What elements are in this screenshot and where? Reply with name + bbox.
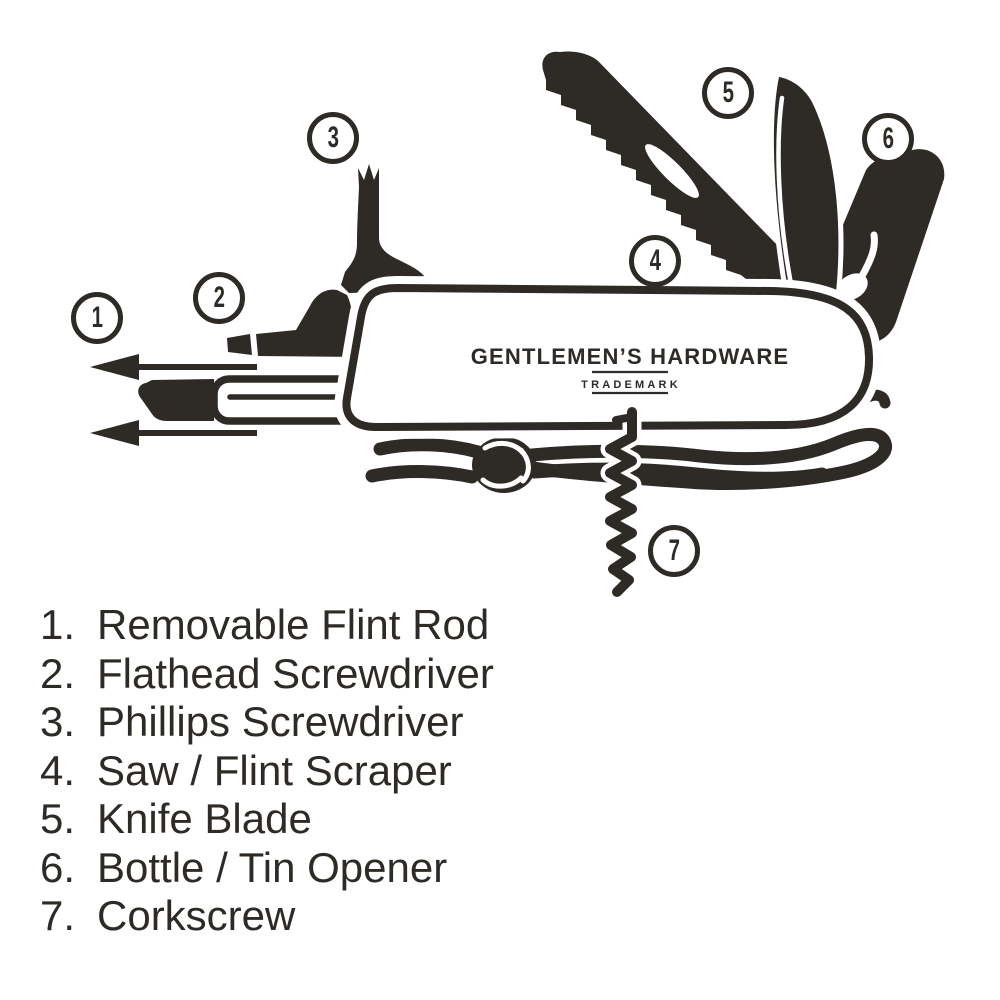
opener-notch-tail [858,231,878,280]
trademark-text: TRADEMARK [581,379,681,391]
rope-strand-upper [525,428,892,491]
callout-2-number: 2 [213,281,225,314]
callout-5: 5 [702,67,754,119]
callout-1-number: 1 [91,301,103,334]
legend-item-1: 1. Removable Flint Rod [40,601,494,650]
callout-7-number: 7 [668,534,680,567]
legend-item-6: 6. Bottle / Tin Opener [40,844,494,893]
legend-item-number: 3. [40,698,76,745]
legend-item-label: Flathead Screwdriver [97,649,494,697]
legend-item-label: Corkscrew [97,892,296,939]
callout-6-number: 6 [882,122,894,155]
lanyard-rope-icon [365,389,892,491]
legend: 1. Removable Flint Rod 2. Flathead Screw… [40,601,494,941]
callout-1: 1 [71,292,123,344]
legend-item-7: 7. Corkscrew [40,892,494,941]
callout-5-number: 5 [722,76,734,109]
rope-strand-lower [527,462,829,485]
rope-knot-icon [472,437,536,493]
knife-spine-highlight [776,95,794,287]
legend-item-label: Bottle / Tin Opener [97,843,448,891]
legend-item-number: 6. [40,843,76,891]
flint-rod-tip [138,379,214,421]
callout-4-number: 4 [649,244,661,277]
brand-text: GENTLEMEN’S HARDWARE [471,344,790,369]
legend-item-number: 5. [40,795,76,842]
phillips-screwdriver-icon [341,164,425,293]
knife-blade-icon [768,71,844,303]
legend-item-number: 7. [40,892,76,939]
legend-item-label: Knife Blade [97,795,312,842]
callout-4: 4 [629,235,681,287]
legend-item-number: 4. [40,746,76,794]
legend-item-label: Phillips Screwdriver [97,698,464,745]
tool-body [334,276,881,439]
legend-item-4: 4. Saw / Flint Scraper [40,747,494,796]
rope-fray-upper [373,438,485,459]
legend-item-label: Removable Flint Rod [97,601,490,648]
flathead-screwdriver-icon [227,289,365,357]
arrow-left-icon [90,420,257,446]
legend-item-label: Saw / Flint Scraper [97,746,452,794]
callout-6: 6 [862,113,914,165]
legend-item-5: 5. Knife Blade [40,795,494,844]
arrow-left-icon [90,354,257,380]
legend-item-number: 1. [40,601,76,648]
flint-rod-icon [138,375,370,425]
callout-2: 2 [193,272,245,324]
legend-item-3: 3. Phillips Screwdriver [40,698,494,747]
callout-3: 3 [307,112,359,164]
legend-item-2: 2. Flathead Screwdriver [40,650,494,699]
legend-item-number: 2. [40,649,76,697]
corkscrew-icon [600,402,642,602]
saw-slot [645,144,699,198]
rope-fray-lower [365,465,479,484]
callout-3-number: 3 [327,121,339,154]
callout-7: 7 [648,525,700,577]
